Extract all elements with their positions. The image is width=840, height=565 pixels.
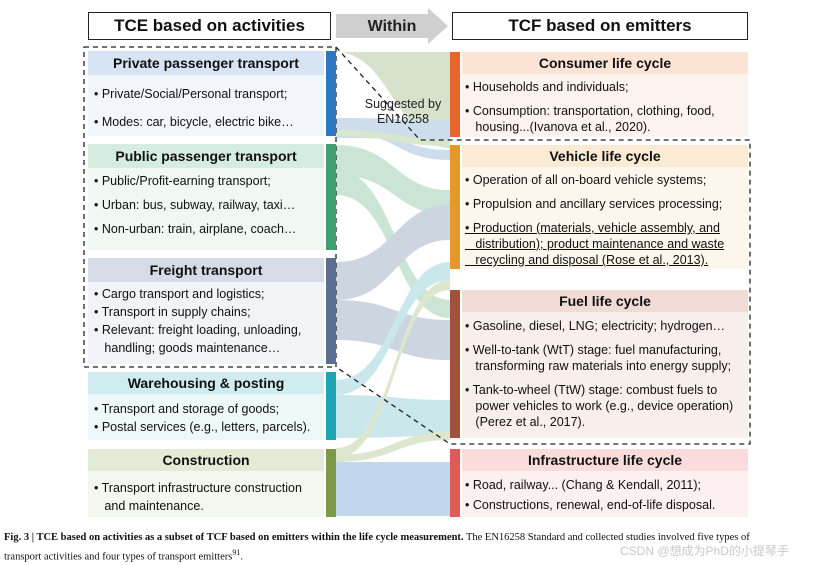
flow-construction-fuel: [336, 432, 450, 462]
bullet: handling; goods maintenance…: [94, 341, 281, 355]
flow-warehouse-fuel: [336, 395, 450, 438]
bullet: • Transport in supply chains;: [94, 305, 251, 319]
emitter-color-bar: [450, 52, 460, 137]
emitter-infrastructure-life-cycle: Infrastructure life cycle • Road, railwa…: [450, 449, 748, 517]
activity-warehousing-posting: Warehousing & posting • Transport and st…: [88, 372, 336, 440]
flow-construction-infrastructure: [336, 462, 450, 516]
caption-bold: Fig. 3 | TCE based on activities as a su…: [4, 532, 464, 543]
bullet: • Gasoline, diesel, LNG; electricity; hy…: [465, 319, 726, 333]
activity-freight: Freight transport • Cargo transport and …: [88, 258, 336, 364]
bullet: • Modes: car, bicycle, electric bike…: [94, 115, 294, 129]
emitter-title: Vehicle life cycle: [462, 145, 748, 167]
flow-freight-vehicle: [336, 205, 450, 300]
bullet: • Postal services (e.g., letters, parcel…: [94, 420, 311, 434]
within-arrow: Within: [336, 8, 448, 44]
within-label: Within: [368, 18, 417, 35]
activity-title: Public passenger transport: [88, 144, 324, 168]
caption-text2: transport activities and four types of t…: [4, 551, 233, 563]
flow-warehouse-vehicle: [336, 262, 450, 395]
activity-title: Warehousing & posting: [88, 372, 324, 394]
bullet: distribution); product maintenance and w…: [465, 237, 725, 251]
bullet: power vehicles to work (e.g., device ope…: [465, 399, 734, 413]
emitter-color-bar: [450, 449, 460, 517]
emitter-color-bar: [450, 290, 460, 438]
flow-public-consumer: [336, 130, 450, 146]
caption-ref: 91: [232, 548, 241, 557]
bullet: • Urban: bus, subway, railway, taxi…: [94, 198, 296, 212]
watermark: CSDN @想成为PhD的小提琴手: [620, 544, 789, 558]
activity-title: Freight transport: [88, 258, 324, 282]
bullet: • Non-urban: train, airplane, coach…: [94, 222, 297, 236]
suggested-line1: Suggested by: [365, 97, 442, 111]
bullet: • Consumption: transportation, clothing,…: [465, 104, 715, 118]
emitter-color-bar: [450, 145, 460, 269]
emitter-title: Consumer life cycle: [462, 52, 748, 74]
bullet: (Perez et al., 2017).: [465, 415, 586, 429]
bullet: • Propulsion and ancillary services proc…: [465, 197, 723, 211]
figure-caption: Fig. 3 | TCE based on activities as a su…: [4, 532, 750, 563]
bullet: • Public/Profit-earning transport;: [94, 174, 271, 188]
activity-color-bar: [326, 144, 336, 250]
activity-color-bar: [326, 449, 336, 517]
activity-color-bar: [326, 372, 336, 440]
bullet: • Relevant: freight loading, unloading,: [94, 323, 302, 337]
emitter-vehicle-life-cycle: Vehicle life cycle • Operation of all on…: [450, 145, 748, 269]
flow-construction-vehicle: [336, 280, 450, 458]
bullet: • Transport infrastructure construction: [94, 481, 302, 495]
header-tce-activities: TCE based on activities: [88, 12, 331, 40]
bullet: transforming raw materials into energy s…: [465, 359, 732, 373]
emitter-fuel-life-cycle: Fuel life cycle • Gasoline, diesel, LNG;…: [450, 290, 748, 438]
emitter-title: Infrastructure life cycle: [462, 449, 748, 471]
bullet: • Road, railway... (Chang & Kendall, 201…: [465, 478, 701, 492]
suggested-line2: EN16258: [377, 112, 429, 126]
dashed-boundary-right: [335, 46, 751, 445]
activity-color-bar: [326, 51, 336, 136]
header-tcf-emitters: TCF based on emitters: [452, 12, 748, 40]
bullet: • Operation of all on-board vehicle syst…: [465, 173, 707, 187]
bullet: recycling and disposal (Rose et al., 201…: [465, 253, 709, 267]
bullet: • Tank-to-wheel (TtW) stage: combust fue…: [465, 383, 718, 397]
bullet: • Production (materials, vehicle assembl…: [465, 221, 720, 235]
bullet: • Private/Social/Personal transport;: [94, 87, 288, 101]
bullet: • Cargo transport and logistics;: [94, 287, 265, 301]
flow-public-vehicle: [336, 145, 450, 215]
caption-text1: The EN16258 Standard and collected studi…: [463, 532, 750, 543]
emitter-title: Fuel life cycle: [462, 290, 748, 312]
bullet: housing...(Ivanova et al., 2020).: [465, 120, 651, 134]
bullet: • Households and individuals;: [465, 80, 629, 94]
emitter-consumer-life-cycle: Consumer life cycle • Households and ind…: [450, 52, 748, 137]
bullet: • Well-to-tank (WtT) stage: fuel manufac…: [465, 343, 722, 357]
activity-construction: Construction • Transport infrastructure …: [88, 449, 336, 517]
activity-title: Private passenger transport: [88, 51, 324, 75]
activity-color-bar: [326, 258, 336, 364]
activity-title: Construction: [88, 449, 324, 471]
activity-private-passenger: Private passenger transport • Private/So…: [88, 51, 336, 136]
bullet: • Transport and storage of goods;: [94, 402, 280, 416]
dashed-boundary-left: [83, 46, 337, 368]
bullet: and maintenance.: [94, 499, 204, 513]
bullet: • Constructions, renewal, end-of-life di…: [465, 498, 716, 512]
activity-public-passenger: Public passenger transport • Public/Prof…: [88, 144, 336, 250]
